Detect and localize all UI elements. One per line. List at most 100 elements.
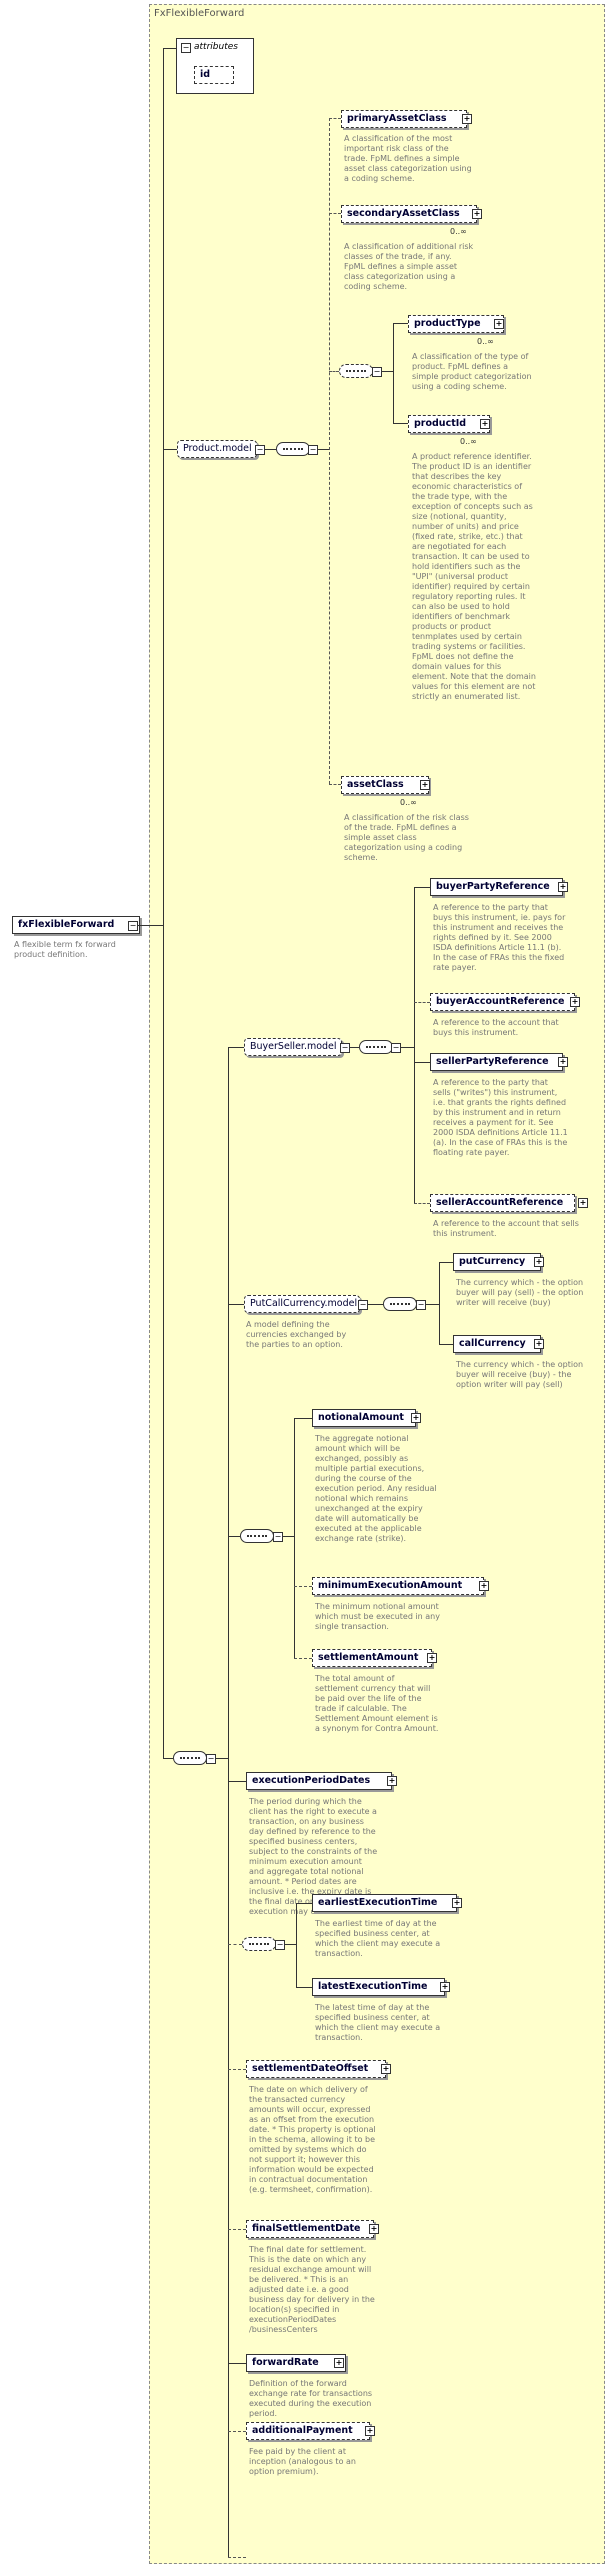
connector	[414, 1062, 430, 1063]
expand-icon[interactable]: +	[479, 1581, 489, 1591]
product-model-label: Product.model	[183, 443, 252, 454]
product-model-group[interactable]: Product.model	[177, 440, 257, 458]
collapse-icon[interactable]: −	[273, 1532, 283, 1542]
earliest-execution-time-description: The earliest time of day at the specifie…	[315, 1919, 441, 1958]
connector	[329, 784, 341, 785]
expand-icon[interactable]: +	[381, 2064, 391, 2074]
product-id-node[interactable]: productId	[408, 412, 493, 433]
expand-icon[interactable]: +	[411, 1413, 421, 1423]
connector	[439, 1262, 440, 1344]
expand-icon[interactable]: +	[558, 882, 568, 892]
connector	[264, 449, 276, 450]
collapse-icon[interactable]: −	[358, 1300, 368, 1310]
connector	[414, 1203, 430, 1204]
product-id-cardinality: 0..∞	[460, 437, 477, 446]
expand-icon[interactable]: +	[462, 114, 472, 124]
expand-icon[interactable]: +	[578, 1198, 588, 1208]
expand-icon[interactable]: +	[387, 1776, 397, 1786]
expand-icon[interactable]: +	[440, 1982, 450, 1992]
root-element-description: A flexible term fx forward product defin…	[14, 940, 116, 959]
final-settlement-date-node[interactable]: finalSettlementDate	[246, 2220, 374, 2238]
collapse-icon[interactable]: −	[372, 367, 382, 377]
choice-compositor	[339, 364, 373, 378]
product-type-node[interactable]: productType	[408, 312, 507, 333]
primary-asset-class-node[interactable]: primaryAssetClass	[341, 110, 467, 128]
minimum-execution-amount-node[interactable]: minimumExecutionAmount	[312, 1577, 484, 1595]
expand-icon[interactable]: +	[452, 1898, 462, 1908]
execution-period-dates-node[interactable]: executionPeriodDates	[246, 1772, 392, 1790]
expand-icon[interactable]: +	[534, 1257, 544, 1267]
connector	[228, 1304, 244, 1305]
call-currency-label: callCurrency	[459, 1338, 526, 1349]
primary-asset-class-label: primaryAssetClass	[347, 113, 447, 124]
collapse-icon[interactable]: −	[308, 445, 318, 455]
connector	[381, 371, 393, 372]
collapse-icon[interactable]: −	[206, 1754, 216, 1764]
connector	[414, 1002, 430, 1003]
asset-class-node[interactable]: assetClass	[341, 773, 432, 794]
settlement-amount-description: The total amount of settlement currency …	[315, 1674, 439, 1733]
seller-account-reference-label: sellerAccountReference	[436, 1197, 564, 1208]
expand-icon[interactable]: +	[480, 419, 490, 429]
collapse-icon[interactable]: −	[181, 43, 191, 53]
collapse-icon[interactable]: −	[128, 921, 138, 931]
buyer-account-reference-node[interactable]: buyerAccountReference	[430, 993, 575, 1011]
expand-icon[interactable]: +	[570, 997, 580, 1007]
expand-icon[interactable]: +	[420, 780, 430, 790]
collapse-icon[interactable]: −	[255, 445, 265, 455]
connector	[294, 1658, 312, 1659]
type-title: FxFlexibleForward	[154, 8, 245, 19]
connector	[228, 1047, 244, 1048]
attribute-id[interactable]: id	[194, 66, 234, 84]
expand-icon[interactable]: +	[558, 1057, 568, 1067]
expand-icon[interactable]: +	[494, 319, 504, 329]
earliest-execution-time-node[interactable]: earliestExecutionTime	[312, 1894, 457, 1912]
collapse-icon[interactable]: −	[340, 1043, 350, 1053]
collapse-icon[interactable]: −	[275, 1940, 285, 1950]
connector	[393, 323, 394, 423]
expand-icon[interactable]: +	[365, 2426, 375, 2436]
connector	[228, 1781, 246, 1782]
additional-payment-node[interactable]: additionalPayment	[246, 2422, 370, 2440]
collapse-icon[interactable]: −	[391, 1043, 401, 1053]
collapse-icon[interactable]: −	[416, 1300, 426, 1310]
expand-icon[interactable]: +	[534, 1339, 544, 1349]
latest-execution-time-description: The latest time of day at the specified …	[315, 2003, 441, 2042]
buyer-party-reference-description: A reference to the party that buys this …	[433, 903, 566, 972]
notional-amount-node[interactable]: notionalAmount	[312, 1409, 416, 1427]
connector	[163, 48, 164, 1758]
connector	[400, 1047, 414, 1048]
connector	[393, 423, 408, 424]
sequence-compositor	[173, 1751, 207, 1765]
buyer-party-reference-node[interactable]: buyerPartyReference	[430, 878, 563, 896]
connector	[367, 1304, 383, 1305]
seller-party-reference-node[interactable]: sellerPartyReference	[430, 1053, 563, 1071]
latest-execution-time-node[interactable]: latestExecutionTime	[312, 1978, 445, 1996]
expand-icon[interactable]: +	[472, 209, 482, 219]
connector	[215, 1758, 228, 1759]
call-currency-node[interactable]: callCurrency	[453, 1335, 541, 1353]
secondary-asset-class-node[interactable]: secondaryAssetClass	[341, 202, 480, 223]
expand-icon[interactable]: +	[427, 1653, 437, 1663]
settlement-date-offset-node[interactable]: settlementDateOffset	[246, 2060, 386, 2078]
final-settlement-date-label: finalSettlementDate	[252, 2223, 361, 2234]
root-element-label: fxFlexibleForward	[18, 919, 115, 930]
forward-rate-node[interactable]: forwardRate	[246, 2354, 346, 2372]
sequence-compositor	[276, 442, 310, 456]
expand-icon[interactable]: +	[334, 2358, 344, 2368]
put-currency-description: The currency which - the option buyer wi…	[456, 1278, 584, 1307]
settlement-amount-node[interactable]: settlementAmount	[312, 1649, 432, 1667]
connector	[439, 1262, 453, 1263]
buyer-seller-model-group[interactable]: BuyerSeller.model	[244, 1038, 342, 1056]
expand-icon[interactable]: +	[369, 2224, 379, 2234]
settlement-date-offset-label: settlementDateOffset	[252, 2063, 369, 2074]
asset-class-label: assetClass	[347, 779, 404, 790]
put-call-currency-model-group[interactable]: PutCallCurrency.model	[244, 1295, 360, 1313]
root-element-node[interactable]: fxFlexibleForward	[12, 916, 140, 934]
connector	[228, 1944, 242, 1945]
execution-period-dates-label: executionPeriodDates	[252, 1775, 371, 1786]
seller-account-reference-node[interactable]: sellerAccountReference	[430, 1194, 575, 1212]
put-currency-node[interactable]: putCurrency	[453, 1253, 541, 1271]
connector	[228, 2069, 246, 2070]
call-currency-description: The currency which - the option buyer wi…	[456, 1360, 584, 1389]
